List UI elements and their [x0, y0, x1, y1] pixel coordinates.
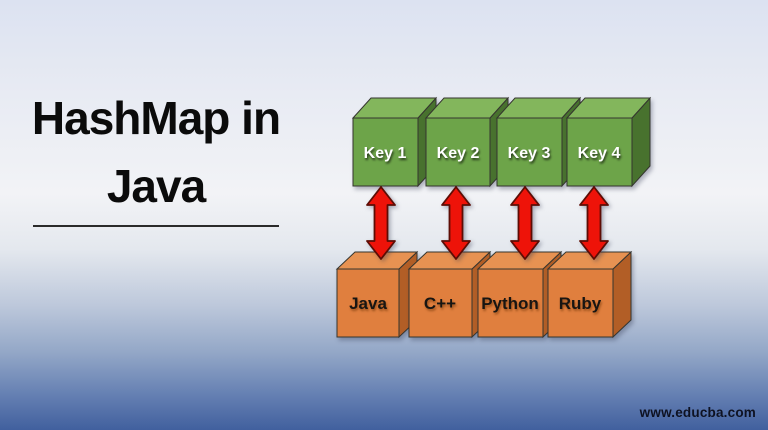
key-cube-1-label: Key 1 — [364, 145, 407, 162]
value-cube-1-label: Java — [349, 294, 387, 313]
value-cube-2: C++ — [407, 250, 492, 339]
value-cube-3-label: Python — [481, 294, 539, 313]
mapping-arrow-1 — [366, 186, 396, 260]
title-underline — [33, 225, 279, 227]
value-cube-4: Ruby — [546, 250, 633, 339]
value-cube-4-front — [547, 268, 614, 338]
double-arrow-icon — [579, 186, 609, 260]
key-cube-3-front — [496, 117, 563, 187]
key-cube-3-label: Key 3 — [508, 145, 551, 162]
key-cube-2: Key 2 — [424, 96, 510, 188]
page-title: HashMap in Java — [8, 84, 304, 227]
value-cube-4-label: Ruby — [559, 294, 602, 313]
mapping-arrow-2 — [441, 186, 471, 260]
double-arrow-icon — [366, 186, 396, 260]
key-cube-1: Key 1 — [351, 96, 438, 188]
value-cube-2-front — [408, 268, 473, 338]
website-watermark: www.educba.com — [639, 405, 756, 420]
key-cube-4: Key 4 — [565, 96, 652, 188]
key-cube-4-front — [566, 117, 633, 187]
key-cube-4-label: Key 4 — [578, 145, 621, 162]
page-title-line1: HashMap in — [31, 92, 281, 144]
key-cube-2-label: Key 2 — [437, 145, 480, 162]
value-cube-1-front — [336, 268, 400, 338]
mapping-arrow-4 — [579, 186, 609, 260]
page-title-line2: Java — [106, 160, 206, 212]
double-arrow-icon — [510, 186, 540, 260]
mapping-arrow-3 — [510, 186, 540, 260]
value-cube-2-label: C++ — [424, 294, 456, 313]
double-arrow-icon — [441, 186, 471, 260]
value-cube-3-front — [477, 268, 544, 338]
value-cube-1: Java — [335, 250, 419, 339]
key-cube-2-front — [425, 117, 491, 187]
key-cube-1-front — [352, 117, 419, 187]
